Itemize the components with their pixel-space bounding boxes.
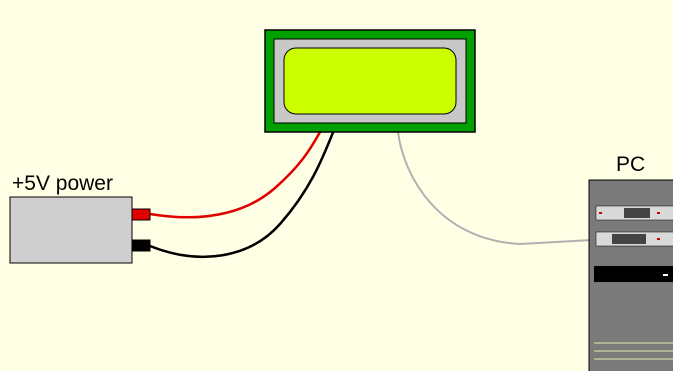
power-supply-box [9,196,133,264]
drive-bay-1-led-right [657,212,660,214]
power-supply-icon [9,196,151,264]
lcd-display-icon [264,29,476,133]
drive-bay-1-slot [624,208,650,218]
floppy-bay [594,266,673,282]
negative-wire [149,129,336,259]
lcd-screen [283,47,457,115]
positive-terminal [131,208,151,221]
power-supply-label: +5V power [12,172,113,195]
pc-tower-icon [588,179,673,371]
positive-wire [149,131,322,219]
serial-cable [397,131,593,246]
drive-bay-2-slot [612,234,646,244]
pc-label: PC [616,153,645,176]
drive-bay-1-led [599,212,602,214]
negative-terminal [131,239,151,252]
drive-bay-2-led [657,238,660,240]
floppy-led [663,274,668,276]
